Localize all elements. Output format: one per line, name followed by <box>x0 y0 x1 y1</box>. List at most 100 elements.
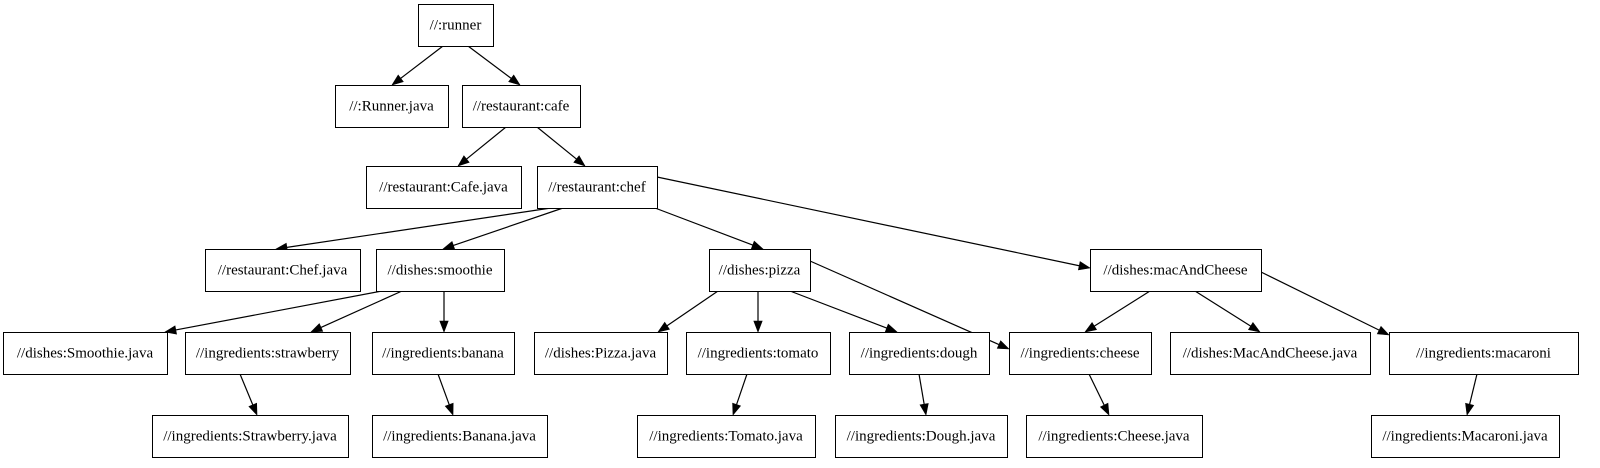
arrowhead-icon <box>1247 322 1261 333</box>
node-label: //ingredients:Tomato.java <box>649 428 803 444</box>
node-box[interactable] <box>1371 415 1560 458</box>
graph-node-dough_java[interactable]: //ingredients:Dough.java <box>835 415 1008 458</box>
node-box[interactable] <box>1389 332 1579 375</box>
node-label: //ingredients:Cheese.java <box>1038 428 1190 444</box>
graph-node-restaurant_chef[interactable]: //restaurant:chef <box>537 166 658 209</box>
edge-line <box>1260 271 1380 331</box>
graph-node-macandcheese_java[interactable]: //dishes:MacAndCheese.java <box>1170 332 1371 375</box>
node-box[interactable] <box>366 166 522 209</box>
graph-edge <box>789 290 898 333</box>
node-box[interactable] <box>335 85 449 128</box>
arrowhead-icon <box>439 320 449 333</box>
edge-line <box>1194 290 1252 327</box>
node-label: //ingredients:Banana.java <box>383 428 536 444</box>
edge-line <box>467 45 512 79</box>
node-box[interactable] <box>849 332 990 375</box>
node-box[interactable] <box>686 332 831 375</box>
arrowhead-icon <box>457 155 470 167</box>
node-label: //ingredients:tomato <box>698 345 819 361</box>
edge-line <box>789 290 887 329</box>
graph-node-smoothie_java[interactable]: //dishes:Smoothie.java <box>3 332 168 375</box>
arrowhead-icon <box>753 320 763 333</box>
node-box[interactable] <box>372 415 548 458</box>
graph-node-banana_java[interactable]: //ingredients:Banana.java <box>372 415 548 458</box>
edge-line <box>1093 290 1151 327</box>
graph-node-cafe_java[interactable]: //restaurant:Cafe.java <box>366 166 522 209</box>
graph-node-chef_java[interactable]: //restaurant:Chef.java <box>205 249 361 292</box>
node-label: //dishes:MacAndCheese.java <box>1183 345 1358 361</box>
graph-node-ing_strawberry[interactable]: //ingredients:strawberry <box>185 332 351 375</box>
node-box[interactable] <box>1009 332 1152 375</box>
arrowhead-icon <box>508 74 521 86</box>
graph-edge <box>918 373 929 416</box>
graph-node-tomato_java[interactable]: //ingredients:Tomato.java <box>637 415 816 458</box>
graph-node-ing_cheese[interactable]: //ingredients:cheese <box>1009 332 1152 375</box>
edge-line <box>1469 373 1478 405</box>
node-box[interactable] <box>3 332 168 375</box>
graph-node-dishes_pizza[interactable]: //dishes:pizza <box>709 249 811 292</box>
graph-node-cheese_java[interactable]: //ingredients:Cheese.java <box>1026 415 1203 458</box>
graph-edge <box>437 373 454 416</box>
graph-node-pizza_java[interactable]: //dishes:Pizza.java <box>534 332 668 375</box>
node-box[interactable] <box>1090 249 1262 292</box>
arrowhead-icon <box>1084 322 1098 333</box>
arrowhead-icon <box>1376 325 1390 336</box>
graph-edge <box>753 291 763 333</box>
node-box[interactable] <box>835 415 1008 458</box>
graph-edge <box>1194 290 1261 333</box>
node-box[interactable] <box>205 249 361 292</box>
node-box[interactable] <box>418 4 494 47</box>
node-box[interactable] <box>372 332 515 375</box>
graph-edge <box>1260 271 1390 336</box>
node-label: //restaurant:Chef.java <box>218 262 348 278</box>
graph-edge <box>164 290 383 335</box>
node-box[interactable] <box>1170 332 1371 375</box>
node-label: //ingredients:strawberry <box>196 345 340 361</box>
graph-node-strawberry_java[interactable]: //ingredients:Strawberry.java <box>152 415 349 458</box>
arrowhead-icon <box>996 340 1010 350</box>
arrowhead-icon <box>657 321 670 333</box>
edge-line <box>466 126 507 160</box>
graph-node-runner_java[interactable]: //:Runner.java <box>335 85 449 128</box>
graph-node-runner[interactable]: //:runner <box>418 4 494 47</box>
node-label: //ingredients:dough <box>861 345 978 361</box>
node-box[interactable] <box>637 415 816 458</box>
graph-node-macaroni_java[interactable]: //ingredients:Macaroni.java <box>1371 415 1560 458</box>
edge-line <box>400 45 444 79</box>
graph-node-ing_banana[interactable]: //ingredients:banana <box>372 332 515 375</box>
graph-node-dishes_macandcheese[interactable]: //dishes:macAndCheese <box>1090 249 1262 292</box>
graph-node-restaurant_cafe[interactable]: //restaurant:cafe <box>462 85 581 128</box>
node-box[interactable] <box>534 332 668 375</box>
node-box[interactable] <box>462 85 581 128</box>
arrowhead-icon <box>919 403 929 416</box>
edge-line <box>239 373 254 406</box>
graph-edge <box>467 45 521 86</box>
arrowhead-icon <box>391 74 404 86</box>
graph-node-ing_tomato[interactable]: //ingredients:tomato <box>686 332 831 375</box>
graph-node-dishes_smoothie[interactable]: //dishes:smoothie <box>376 249 505 292</box>
node-box[interactable] <box>1026 415 1203 458</box>
node-label: //ingredients:cheese <box>1020 345 1139 361</box>
graph-node-ing_dough[interactable]: //ingredients:dough <box>849 332 990 375</box>
arrowhead-icon <box>1099 402 1110 416</box>
node-box[interactable] <box>152 415 349 458</box>
edge-line <box>536 126 577 160</box>
node-box[interactable] <box>709 249 811 292</box>
graph-node-ing_macaroni[interactable]: //ingredients:macaroni <box>1389 332 1579 375</box>
node-label: //dishes:smoothie <box>388 262 493 278</box>
arrowhead-icon <box>573 155 586 167</box>
graph-edge <box>391 45 444 86</box>
node-box[interactable] <box>376 249 505 292</box>
arrowhead-icon <box>1077 261 1091 271</box>
node-label: //:runner <box>430 17 482 33</box>
node-box[interactable] <box>185 332 351 375</box>
node-box[interactable] <box>537 166 658 209</box>
graph-edge <box>1465 373 1478 416</box>
node-label: //ingredients:macaroni <box>1416 345 1551 361</box>
arrowhead-icon <box>732 402 742 416</box>
arrowhead-icon <box>310 323 324 333</box>
arrowhead-icon <box>884 323 898 333</box>
edge-line <box>286 207 552 248</box>
